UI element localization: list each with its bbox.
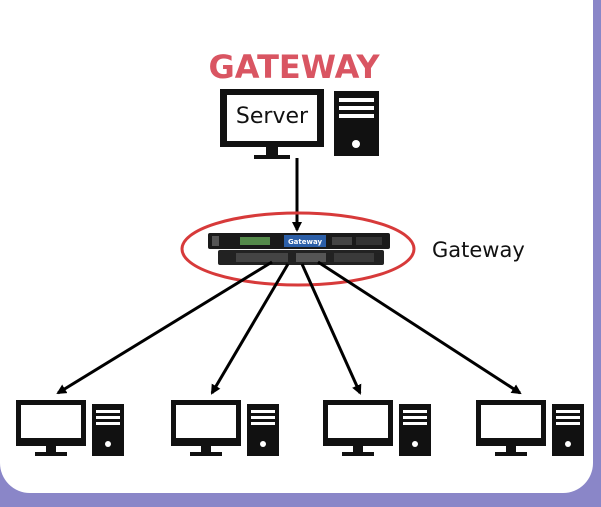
server-monitor-icon	[220, 89, 324, 159]
gateway-to-client-3-arrow	[300, 263, 362, 395]
client-tower-icon	[92, 404, 124, 456]
gateway-to-client-1-arrow	[56, 260, 273, 395]
client-tower-icon	[552, 404, 584, 456]
gateway-to-client-2-arrow	[210, 263, 290, 395]
brand-logo-fragment: wanse	[463, 0, 585, 6]
gateway-to-client-4-arrow	[317, 260, 522, 395]
gateway-label: Gateway	[432, 238, 525, 262]
diagram-title: GATEWAY	[209, 48, 381, 86]
server-tower-icon	[334, 91, 379, 156]
gateway-device-front-label: Gateway	[288, 238, 323, 246]
server-label: Server	[236, 104, 309, 129]
gateway-device-icon	[208, 233, 390, 265]
gateway-highlight-ellipse	[180, 211, 416, 287]
client-tower-icon	[247, 404, 279, 456]
client-tower-icon	[399, 404, 431, 456]
